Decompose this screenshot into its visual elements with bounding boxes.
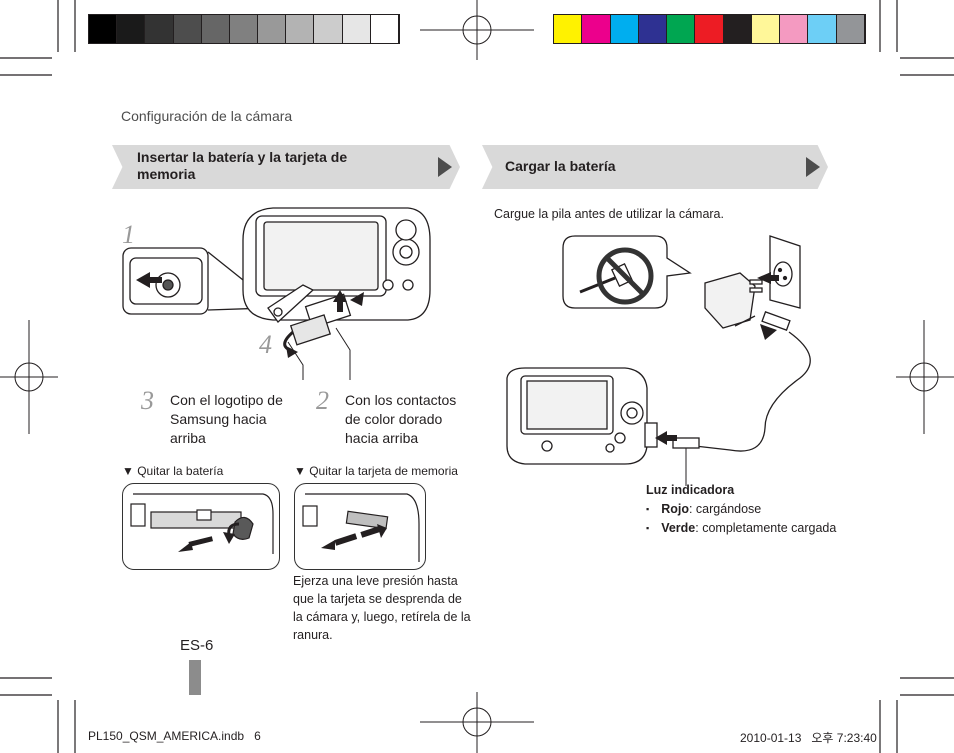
- step-number-4: 4: [259, 330, 272, 359]
- color-swatch: [808, 15, 837, 43]
- remove-battery-caption: ▼ Quitar la batería: [122, 464, 224, 478]
- header-arrow-icon: [806, 157, 820, 177]
- color-swatch: [201, 15, 230, 43]
- color-swatch: [723, 15, 752, 43]
- footer-right: 2010-01-13 오후 7:23:40: [740, 731, 877, 745]
- color-swatch: [258, 15, 287, 43]
- page-number: ES-6: [180, 637, 214, 654]
- page-tab: [189, 660, 201, 695]
- header-arrow-icon: [438, 157, 452, 177]
- color-swatch: [370, 15, 399, 43]
- color-swatch: [554, 15, 583, 43]
- color-swatch: [780, 15, 809, 43]
- color-swatch: [638, 15, 668, 43]
- step3-text: Con el logotipo de Samsung hacia arriba: [170, 392, 283, 446]
- color-swatch: [695, 15, 724, 43]
- card-removal-note: Ejerza una leve presión hasta que la tar…: [293, 574, 471, 642]
- charge-intro: Cargue la pila antes de utilizar la cáma…: [494, 207, 724, 221]
- indicator-legend: Rojo: cargándose Verde: completamente ca…: [646, 500, 836, 538]
- right-header-title: Cargar la batería: [505, 158, 616, 174]
- footer-left: PL150_QSM_AMERICA.indb 6: [88, 729, 261, 743]
- indicator-label: Verde: [661, 521, 696, 535]
- color-swatch: [145, 15, 174, 43]
- step-number-3: 3: [141, 386, 154, 415]
- section-title: Configuración de la cámara: [121, 108, 293, 124]
- step2-text: Con los contactos de color dorado hacia …: [345, 392, 457, 446]
- color-swatch: [836, 15, 865, 43]
- color-swatch: [117, 15, 146, 43]
- left-header-title: Insertar la batería y la tarjeta de memo…: [137, 149, 348, 182]
- color-swatch: [89, 15, 118, 43]
- color-swatch: [667, 15, 696, 43]
- color-swatch: [342, 15, 371, 43]
- charging-illustration: [506, 235, 811, 486]
- indicator-label: Rojo: [661, 502, 689, 516]
- color-swatch: [229, 15, 259, 43]
- color-swatch: [314, 15, 343, 43]
- remove-card-caption: ▼ Quitar la tarjeta de memoria: [294, 464, 458, 478]
- left-section-header: [112, 145, 460, 189]
- list-item: Rojo: cargándose: [646, 500, 836, 519]
- remove-battery-illustration: [130, 493, 274, 554]
- step-number-2: 2: [316, 386, 329, 415]
- indicator-title: Luz indicadora: [646, 483, 735, 497]
- color-swatch: [286, 15, 315, 43]
- step-number-1: 1: [122, 220, 135, 249]
- remove-battery-frame: [122, 483, 280, 570]
- remove-card-illustration: [302, 493, 420, 562]
- indicator-desc: : cargándose: [688, 502, 762, 516]
- color-swatch: [582, 15, 611, 43]
- color-swatch: [751, 15, 781, 43]
- list-item: Verde: completamente cargada: [646, 519, 836, 538]
- remove-card-frame: [294, 483, 426, 570]
- indicator-desc: : completamente cargada: [695, 521, 837, 535]
- color-calibration-bar: [553, 14, 866, 44]
- right-section-header: [482, 145, 828, 189]
- color-swatch: [173, 15, 202, 43]
- gray-calibration-bar: [88, 14, 400, 44]
- color-swatch: [610, 15, 639, 43]
- battery-insertion-illustration: [122, 207, 431, 380]
